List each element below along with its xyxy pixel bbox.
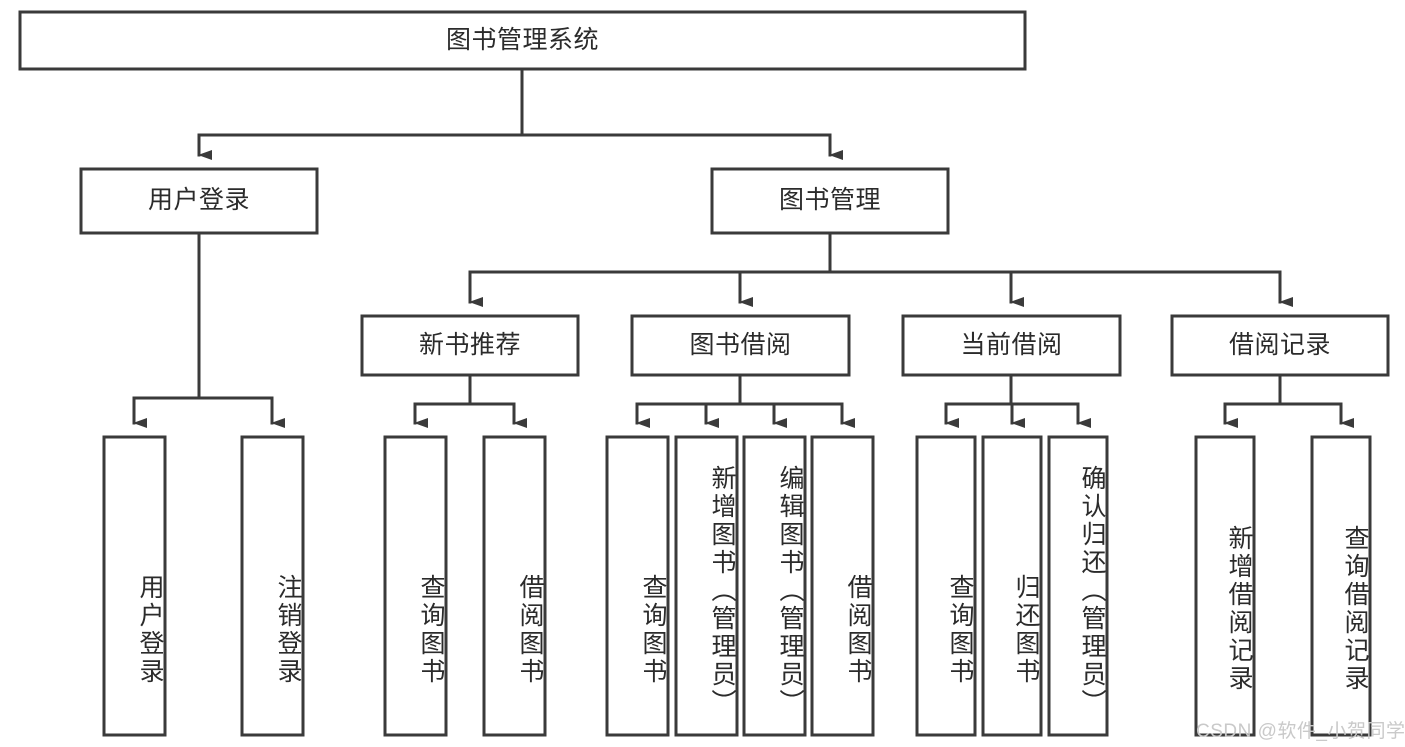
node-box-root[interactable] — [18, 10, 1027, 71]
node-box-leaf-user-logout[interactable] — [240, 435, 305, 737]
connector-borrowrecord-to-leaves — [1223, 373, 1354, 428]
node-box-leaf-add-borrow-record[interactable] — [1194, 435, 1256, 737]
node-box-current-borrow[interactable] — [901, 314, 1122, 377]
connector-bookborrow-to-leaves — [635, 373, 855, 428]
node-box-leaf-query-borrow-record[interactable] — [1310, 435, 1372, 737]
node-box-book-management[interactable] — [710, 167, 950, 235]
node-box-leaf-borrow-book[interactable] — [810, 435, 875, 737]
csdn-watermark: CSDN @软件_小贺同学 — [1196, 721, 1405, 742]
node-box-leaf-user-login[interactable] — [102, 435, 167, 737]
node-box-new-book-recommend[interactable] — [360, 314, 580, 377]
connector-userlogin-to-leaves — [132, 231, 285, 428]
node-box-leaf-return-book[interactable] — [981, 435, 1043, 737]
connector-root-to-level1 — [197, 67, 843, 160]
node-box-leaf-borrow-book-recommend[interactable] — [482, 435, 547, 737]
node-box-leaf-confirm-return-admin[interactable] — [1047, 435, 1109, 737]
node-box-leaf-query-book[interactable] — [605, 435, 670, 737]
node-box-borrow-record[interactable] — [1170, 314, 1390, 377]
node-box-leaf-add-book-admin[interactable] — [674, 435, 739, 737]
connector-newbook-to-leaves — [413, 373, 527, 428]
node-box-leaf-query-book-current[interactable] — [915, 435, 977, 737]
node-box-leaf-query-book-recommend[interactable] — [383, 435, 448, 737]
connector-currentborrow-to-leaves — [944, 373, 1091, 428]
node-box-leaf-edit-book-admin[interactable] — [742, 435, 807, 737]
node-box-user-login[interactable] — [79, 167, 319, 235]
node-box-book-borrow[interactable] — [630, 314, 851, 377]
connector-bookmgmt-to-level2 — [468, 231, 1293, 307]
